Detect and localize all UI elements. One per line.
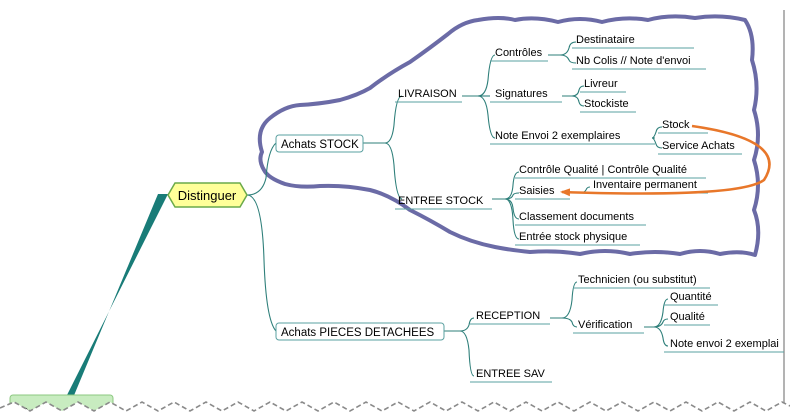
central-topic[interactable]: Distinguer — [178, 188, 237, 203]
note-envoi-truncated-label[interactable]: Note envoi 2 exemplai — [670, 338, 779, 350]
trunk-line — [62, 194, 168, 405]
signatures-label[interactable]: Signatures — [495, 88, 548, 100]
achats-pieces-label: Achats PIECES DETACHEES — [281, 327, 434, 339]
boundary-shape[interactable] — [257, 14, 761, 257]
qualite-label[interactable]: Qualité — [670, 311, 705, 323]
stock-label[interactable]: Stock — [662, 119, 690, 131]
classement-label[interactable]: Classement documents — [519, 211, 634, 223]
nb-colis-label[interactable]: Nb Colis // Note d'envoi — [576, 55, 691, 67]
inventaire-label[interactable]: Inventaire permanent — [593, 179, 697, 191]
achats-pieces-box[interactable] — [275, 322, 445, 341]
reception-label[interactable]: RECEPTION — [476, 310, 540, 322]
central-topic-shape[interactable] — [167, 182, 248, 208]
verification-label[interactable]: Vérification — [578, 319, 632, 331]
livreur-label[interactable]: Livreur — [584, 78, 618, 90]
technicien-label[interactable]: Technicien (ou substitut) — [578, 274, 697, 286]
quantite-label[interactable]: Quantité — [670, 291, 712, 303]
destinataire-label[interactable]: Destinataire — [576, 34, 635, 46]
entree-stock-label[interactable]: ENTREE STOCK — [398, 195, 484, 207]
controles-label[interactable]: Contrôles — [495, 47, 543, 59]
entree-physique-label[interactable]: Entrée stock physique — [519, 231, 627, 243]
connectors — [246, 41, 669, 377]
service-achats-label[interactable]: Service Achats — [662, 140, 735, 152]
stockiste-label[interactable]: Stockiste — [584, 98, 629, 110]
livraison-label[interactable]: LIVRAISON — [398, 88, 457, 100]
achats-stock-label: Achats STOCK — [281, 139, 359, 151]
torn-edge-shadow — [0, 401, 790, 412]
saisies-label[interactable]: Saisies — [519, 185, 555, 197]
achats-stock-box[interactable] — [275, 134, 364, 153]
note-envoi-label[interactable]: Note Envoi 2 exemplaires — [495, 130, 621, 142]
subtopic-labels: LIVRAISON Contrôles Destinataire Nb Coli… — [398, 34, 779, 380]
torn-edge — [0, 402, 790, 419]
controle-qualite-label[interactable]: Contrôle Qualité | Contrôle Qualité — [519, 164, 687, 176]
entree-sav-label[interactable]: ENTREE SAV — [476, 368, 546, 380]
relationship-arrow[interactable] — [560, 124, 771, 197]
